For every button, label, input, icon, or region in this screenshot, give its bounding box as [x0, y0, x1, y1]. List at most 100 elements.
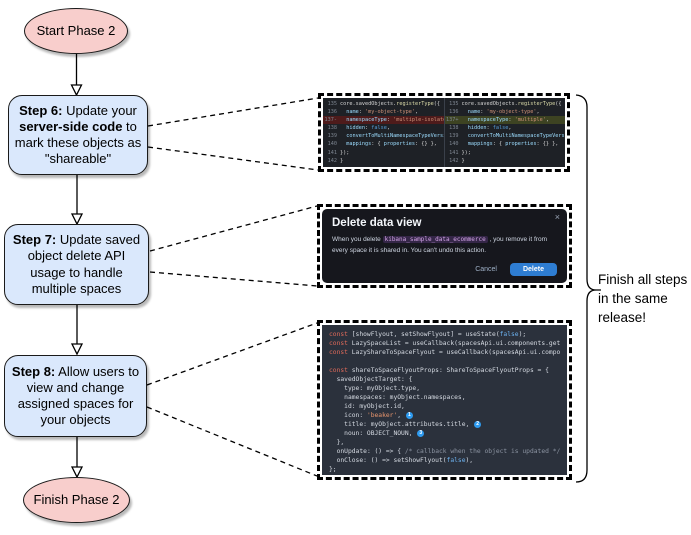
arrowhead-finish [70, 466, 84, 479]
connector-step6-top [147, 97, 319, 127]
diff-line-code: mappings: { properties: {} }, [346, 141, 437, 148]
code-line: title: myObject.attributes.title, 2 [329, 420, 560, 429]
diff-line-code: core.savedObjects.registerType({ [461, 101, 562, 107]
callout-connectors [146, 97, 319, 477]
line-number: 135 [327, 101, 337, 107]
step-text-segment: Step 6: [19, 102, 63, 118]
diff-line: 141}); [445, 149, 566, 157]
finish-node-label: Finish Phase 2 [33, 491, 120, 507]
delete-modal-screenshot: × Delete data view When you delete kiban… [317, 204, 572, 288]
modal-body-pre: When you delete [332, 236, 383, 243]
diff-line: 139 convertToMultiNamespaceTypeVersion: … [445, 132, 565, 140]
connector-step6-bottom [147, 146, 319, 171]
arrowhead-step7 [70, 213, 84, 226]
step-text-segment: Update your [62, 102, 137, 118]
step-text-segment: Update saved object delete API usage to … [27, 232, 141, 296]
line-number: 140 [449, 141, 459, 148]
callout-badge: 3 [417, 430, 425, 437]
close-icon[interactable]: × [554, 212, 560, 222]
modal-title: Delete data view [332, 217, 422, 229]
modal-actions: Cancel Delete [475, 263, 557, 276]
delete-button[interactable]: Delete [509, 263, 557, 276]
diff-line-code: } [461, 157, 465, 164]
code-line: icon: 'beaker', 1 [329, 411, 560, 420]
step8-box: Step 8: Allow users to view and change a… [4, 355, 147, 437]
diff-line: 137- namespaceType: 'multiple-isolated', [323, 116, 444, 125]
step6-label: Step 6: Update your server-side code to … [14, 103, 142, 168]
modal-body-post: , you remove it from every space it is s… [332, 236, 547, 254]
connector-step8-top [146, 322, 318, 386]
code-line [329, 357, 560, 366]
diff-line: 136 name: 'my-object-type', [445, 108, 566, 116]
line-number: 136 [327, 109, 337, 116]
code-line: namespaces: myObject.namespaces, [344, 394, 470, 401]
code-line: const LazySpaceList = useCallback(spaces… [329, 340, 560, 347]
diff-line-code: namespaceType: 'multiple-isolated', [346, 117, 444, 124]
diff-line-code: convertToMultiNamespaceTypeVersion: '8.0… [467, 133, 565, 140]
callout-badge: 2 [474, 421, 482, 428]
step6-box: Step 6: Update your server-side code to … [8, 95, 148, 175]
line-number: 139 [449, 133, 459, 140]
diff-line-code: hidden: false, [467, 125, 512, 132]
line-number: 142 [449, 157, 459, 164]
cancel-button[interactable]: Cancel [475, 266, 497, 273]
callout-badge: 1 [405, 412, 413, 419]
code-line: onUpdate: () => { /* callback when the o… [336, 448, 560, 455]
diff-line: 140 mappings: { properties: {} }, [323, 140, 444, 148]
connector-step7-top [149, 205, 318, 252]
diff-line-code: }); [461, 149, 471, 156]
line-number: 137- [324, 117, 338, 124]
diff-line: 142} [445, 157, 566, 165]
code-line: const shareToSpaceFlyoutProps: ShareToSp… [329, 367, 553, 374]
arrowhead-step8 [70, 343, 84, 356]
modal-body: When you delete kibana_sample_data_ecomm… [332, 235, 557, 256]
step8-label: Step 8: Allow users to view and change a… [10, 364, 141, 429]
brace-label: Finish all steps in the same release! [598, 272, 688, 325]
connector-step8-bottom [146, 406, 318, 477]
diff-line: 137+ namespaceType: 'multiple', [444, 116, 565, 125]
modal-body-code: kibana_sample_data_ecommerce [382, 236, 488, 243]
code-line: }; [329, 466, 341, 473]
line-number: 138 [449, 125, 459, 132]
code-sample-screenshot: const [showFlyout, setShowFlyout] = useS… [317, 320, 572, 480]
diff-line: 140 mappings: { properties: {} }, [445, 140, 566, 148]
line-number: 142 [327, 157, 337, 164]
code-line: const LazyShareToSpaceFlyout = useCallba… [329, 349, 560, 356]
code-line: savedObjectTarget: { [336, 376, 417, 383]
diff-line-code: core.savedObjects.registerType({ [340, 101, 440, 107]
code-line: const [showFlyout, setShowFlyout] = useS… [329, 331, 530, 338]
diff-line-code: name: 'my-object-type', [346, 109, 419, 116]
line-number: 141 [449, 149, 459, 156]
diff-line: 141}); [323, 149, 444, 157]
connector-step7-bottom [149, 271, 318, 287]
diff-line: 138 hidden: false, [323, 124, 444, 132]
line-number: 140 [327, 141, 337, 148]
code-line: }, [329, 439, 348, 446]
diff-line-code: }); [340, 149, 350, 156]
line-number: 137+ [446, 117, 459, 124]
diff-line: 136 name: 'my-object-type', [323, 108, 444, 116]
step-text-segment: server-side code [19, 118, 123, 134]
diff-line-code: namespaceType: 'multiple', [467, 117, 549, 124]
diff-line-code: } [340, 157, 344, 164]
arrowhead-step6 [70, 84, 83, 97]
step7-box: Step 7: Update saved object delete API u… [4, 224, 149, 305]
line-number: 135 [449, 101, 459, 107]
start-node-label: Start Phase 2 [36, 22, 116, 38]
diff-line: 138 hidden: false, [445, 124, 566, 132]
code-line: id: myObject.id, [344, 403, 409, 410]
line-number: 136 [449, 109, 459, 116]
step-text-segment: Step 8: [11, 363, 56, 379]
diff-line: 139 convertToMultiNamespaceTypeVersion: … [323, 132, 444, 140]
diff-line-code: mappings: { properties: {} }, [467, 141, 559, 148]
start-node: Start Phase 2 [24, 8, 128, 54]
step7-label: Step 7: Update saved object delete API u… [10, 232, 143, 297]
diff-line-code: name: 'my-object-type', [467, 109, 540, 116]
diff-line-code: hidden: false, [346, 125, 390, 132]
